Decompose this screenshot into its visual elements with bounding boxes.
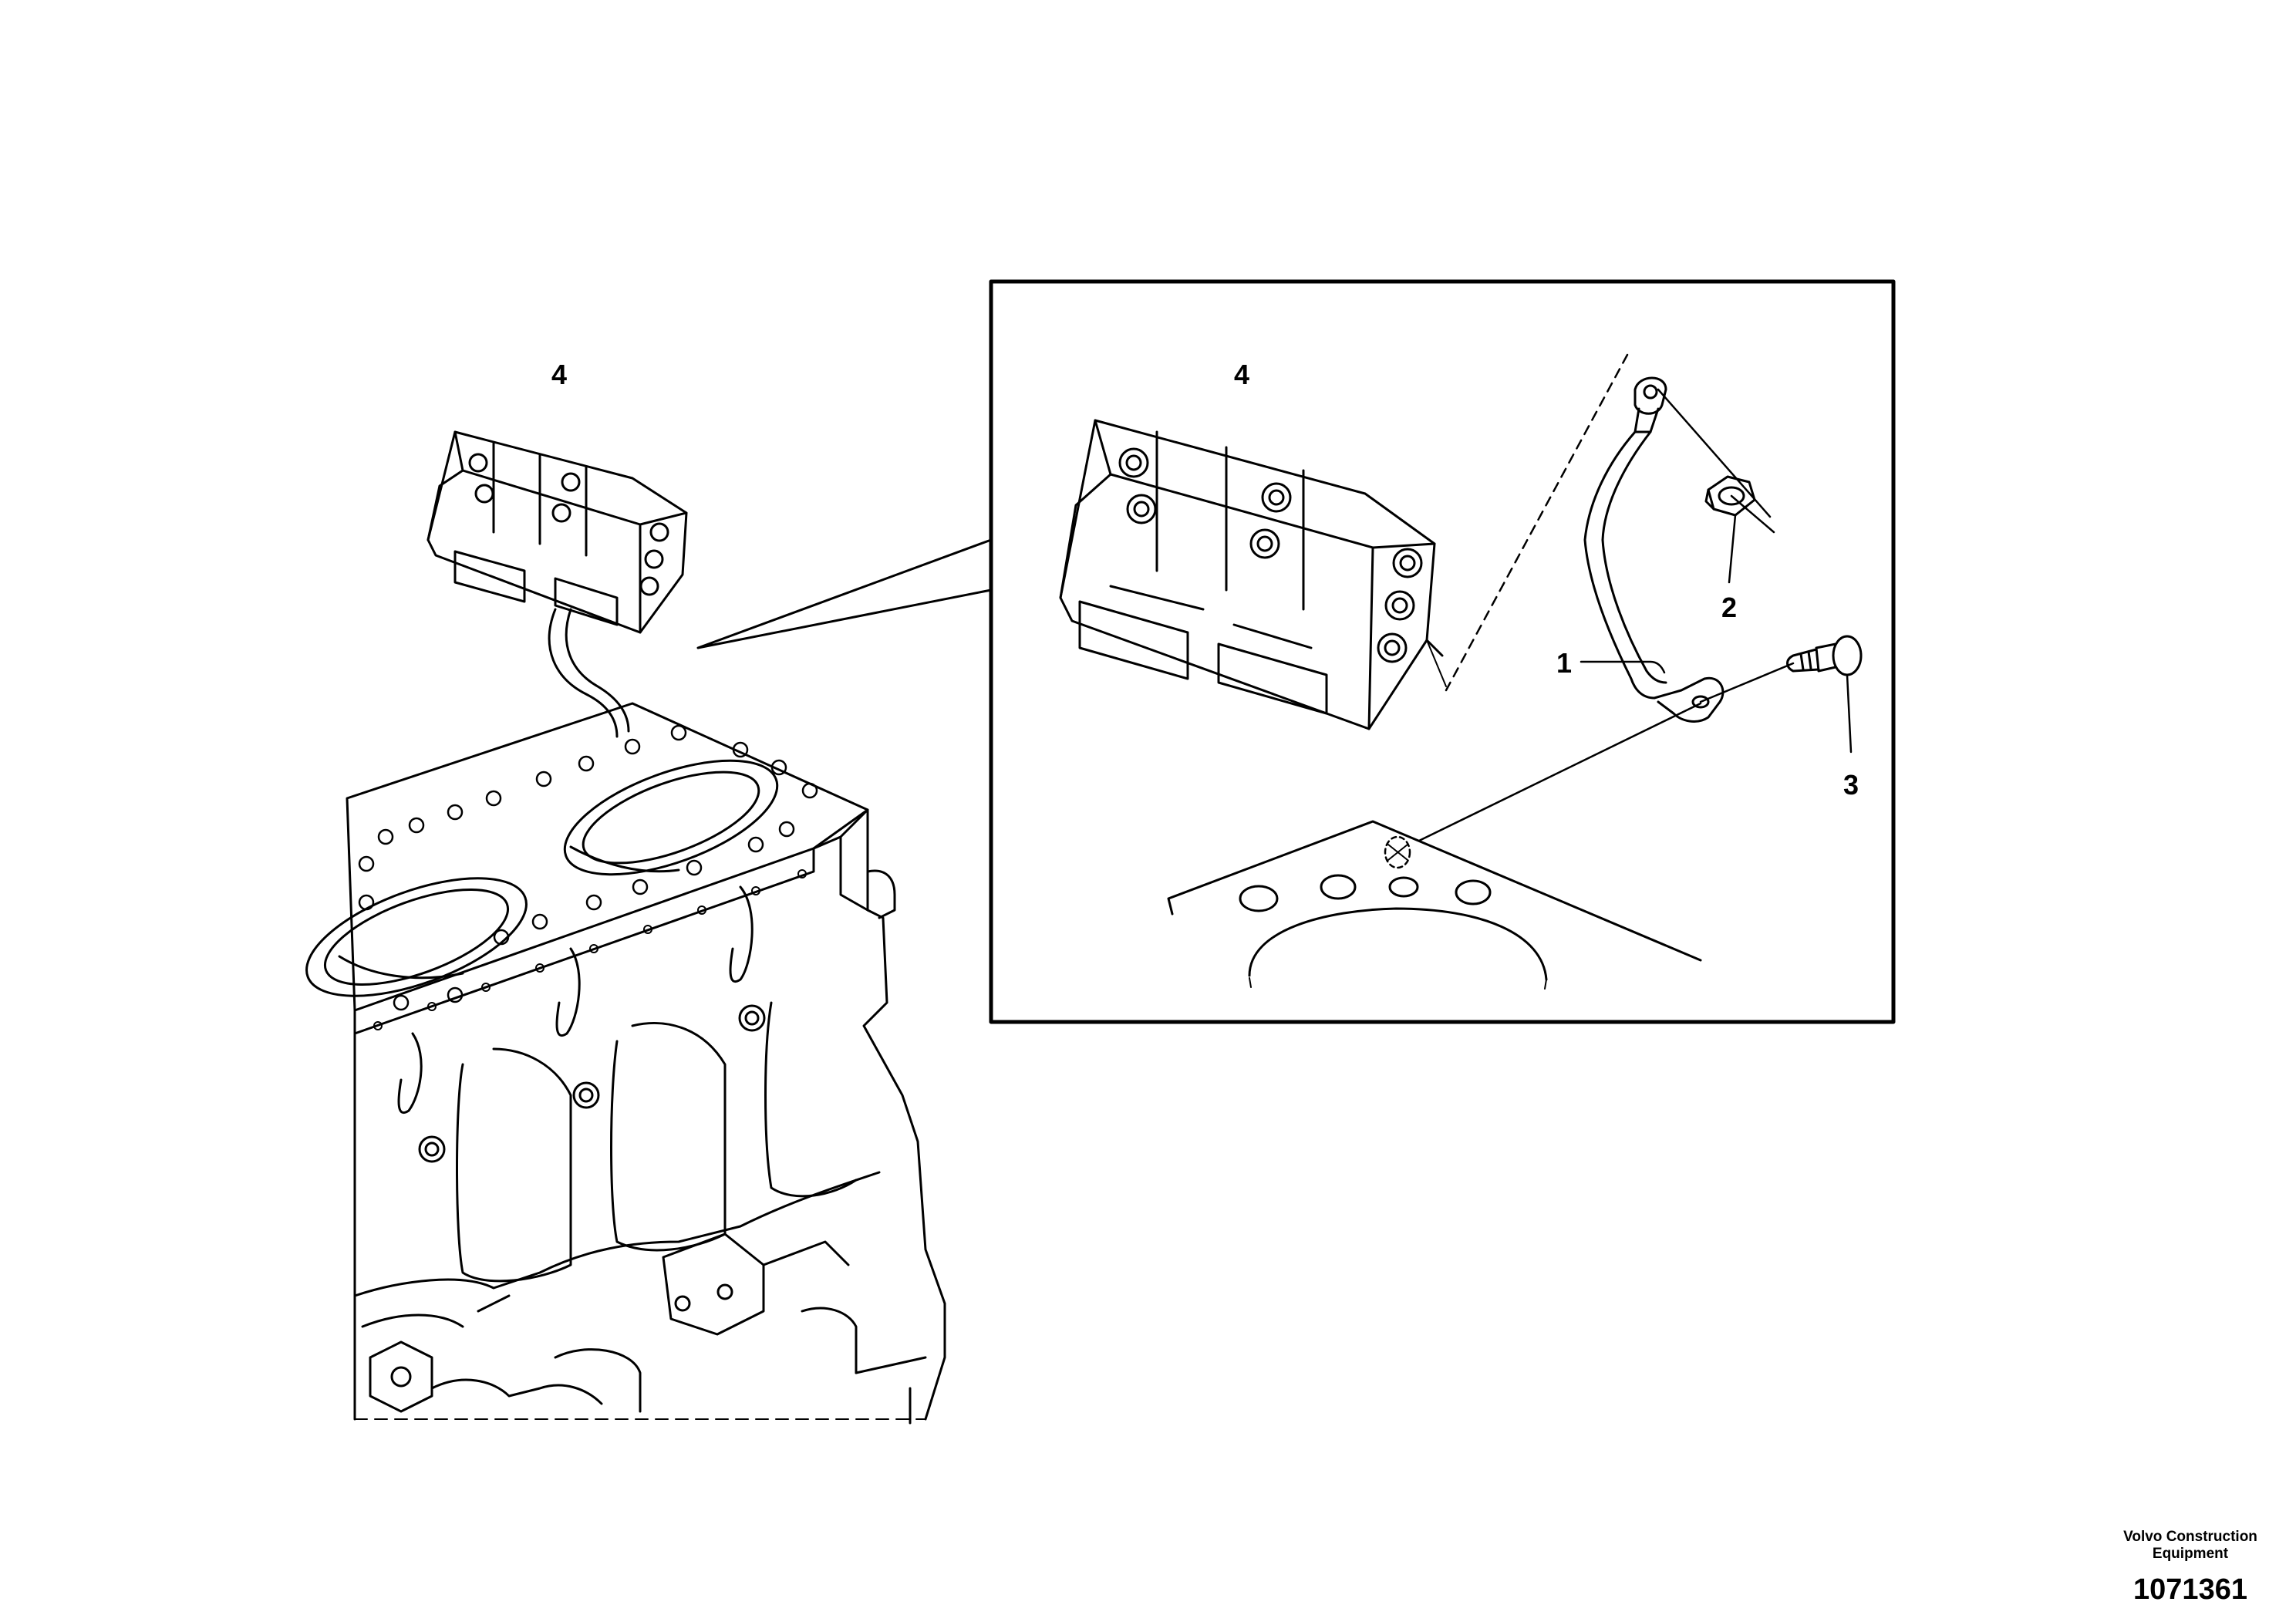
leader-lines xyxy=(1418,388,1853,842)
company-line-1: Volvo Construction xyxy=(2123,1529,2257,1545)
detail-frame xyxy=(989,279,1896,1024)
overview-control-unit xyxy=(426,430,688,738)
callout-detail-1: 1 xyxy=(1556,647,1572,679)
figure-number: 1071361 xyxy=(2133,1573,2247,1606)
engine-block xyxy=(305,702,946,1425)
flange-bolt xyxy=(1786,635,1863,676)
detail-control-unit xyxy=(1059,419,1447,730)
callout-detail-2: 2 xyxy=(1721,592,1737,623)
ground-strap xyxy=(1583,376,1725,723)
callout-pointer xyxy=(696,538,993,649)
alignment-line xyxy=(1445,353,1629,692)
company-name: Volvo Construction Equipment xyxy=(2102,1529,2279,1563)
company-line-2: Equipment xyxy=(2152,1546,2229,1562)
callout-overview-4: 4 xyxy=(551,359,567,390)
callout-detail-3: 3 xyxy=(1843,769,1859,801)
callout-detail-4: 4 xyxy=(1234,359,1249,390)
callout-labels: 4 4 1 2 3 xyxy=(551,359,1859,801)
head-gasket-section xyxy=(1167,820,1702,990)
figure-footer: Volvo Construction Equipment 1071361 xyxy=(2102,1529,2279,1607)
